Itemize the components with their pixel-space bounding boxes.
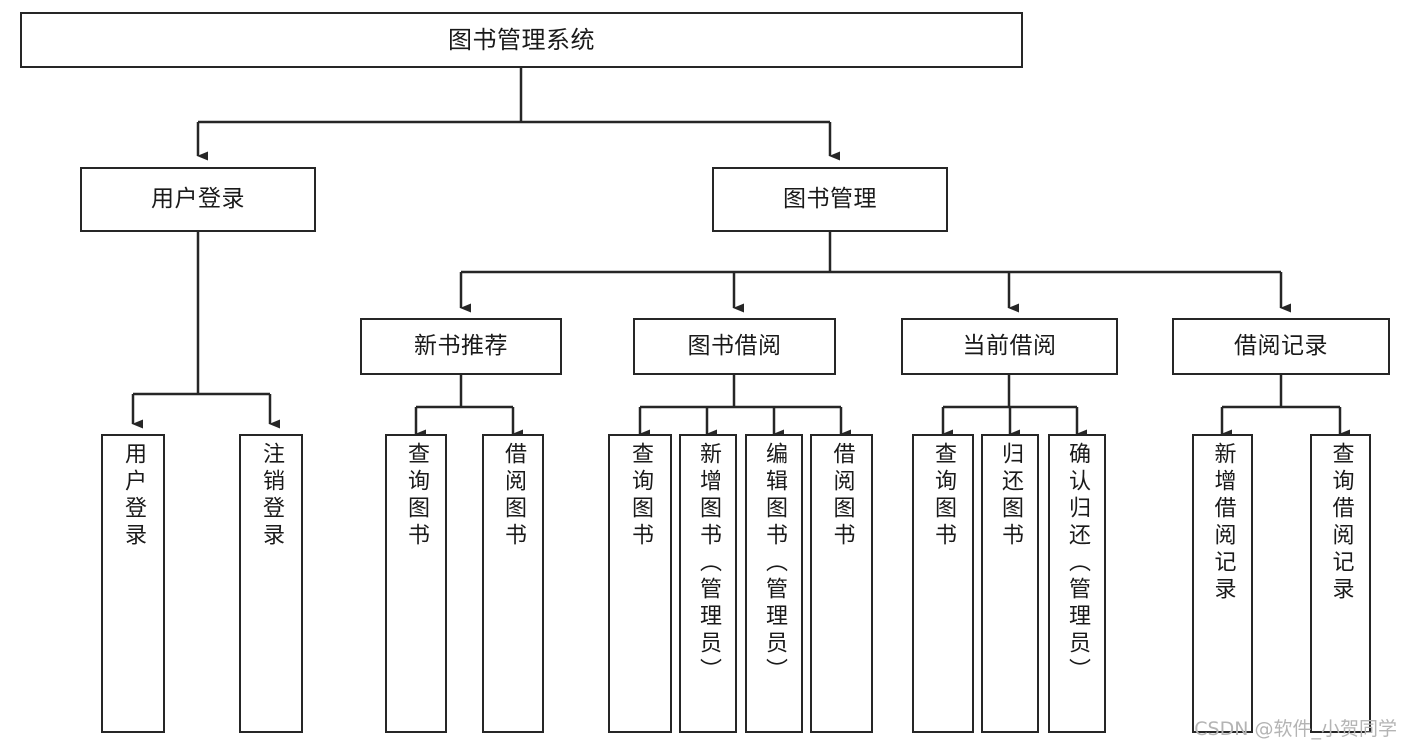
node-leaf-query-record[interactable]: 查询借阅记录 [1310, 434, 1371, 733]
node-leaf-confirm-return-label: 确认归还（管理员） [1065, 442, 1090, 685]
node-leaf-query-book-3[interactable]: 查询图书 [912, 434, 974, 733]
node-leaf-query-book-2[interactable]: 查询图书 [608, 434, 672, 733]
node-leaf-add-record-label: 新增借阅记录 [1210, 442, 1236, 604]
node-book-manage[interactable]: 图书管理 [712, 167, 948, 232]
node-root[interactable]: 图书管理系统 [20, 12, 1023, 68]
node-borrow-record[interactable]: 借阅记录 [1172, 318, 1390, 375]
node-book-borrow-label: 图书借阅 [687, 332, 782, 359]
node-leaf-confirm-return[interactable]: 确认归还（管理员） [1048, 434, 1106, 733]
node-root-label: 图书管理系统 [448, 25, 595, 54]
node-leaf-borrow-book-1-label: 借阅图书 [501, 442, 526, 550]
node-leaf-edit-book[interactable]: 编辑图书（管理员） [745, 434, 803, 733]
node-leaf-query-record-label: 查询借阅记录 [1328, 442, 1354, 604]
node-leaf-add-record[interactable]: 新增借阅记录 [1192, 434, 1253, 733]
node-leaf-query-book-1[interactable]: 查询图书 [385, 434, 447, 733]
node-leaf-add-book-label: 新增图书（管理员） [696, 442, 721, 685]
node-leaf-logout-login-label: 注销登录 [259, 442, 284, 550]
node-borrow-record-label: 借阅记录 [1234, 332, 1328, 359]
csdn-watermark: CSDN @软件_小贺同学 [1194, 718, 1397, 740]
node-leaf-borrow-book-2-label: 借阅图书 [829, 442, 855, 550]
node-leaf-query-book-1-label: 查询图书 [404, 442, 429, 550]
node-book-manage-label: 图书管理 [783, 185, 877, 212]
node-leaf-borrow-book-2[interactable]: 借阅图书 [810, 434, 873, 733]
node-leaf-query-book-2-label: 查询图书 [628, 442, 653, 550]
node-book-borrow[interactable]: 图书借阅 [633, 318, 836, 375]
node-user-login-label: 用户登录 [151, 185, 245, 212]
node-new-book-recommend-label: 新书推荐 [414, 332, 508, 359]
node-current-borrow[interactable]: 当前借阅 [901, 318, 1118, 375]
node-new-book-recommend[interactable]: 新书推荐 [360, 318, 562, 375]
node-leaf-logout-login[interactable]: 注销登录 [239, 434, 303, 733]
node-user-login[interactable]: 用户登录 [80, 167, 316, 232]
node-leaf-query-book-3-label: 查询图书 [931, 442, 956, 550]
node-leaf-user-login-label: 用户登录 [121, 442, 146, 550]
node-leaf-return-book[interactable]: 归还图书 [981, 434, 1039, 733]
node-leaf-borrow-book-1[interactable]: 借阅图书 [482, 434, 544, 733]
node-leaf-add-book[interactable]: 新增图书（管理员） [679, 434, 737, 733]
node-leaf-user-login[interactable]: 用户登录 [101, 434, 165, 733]
node-current-borrow-label: 当前借阅 [962, 332, 1057, 359]
node-leaf-return-book-label: 归还图书 [998, 442, 1023, 550]
node-leaf-edit-book-label: 编辑图书（管理员） [762, 442, 787, 685]
